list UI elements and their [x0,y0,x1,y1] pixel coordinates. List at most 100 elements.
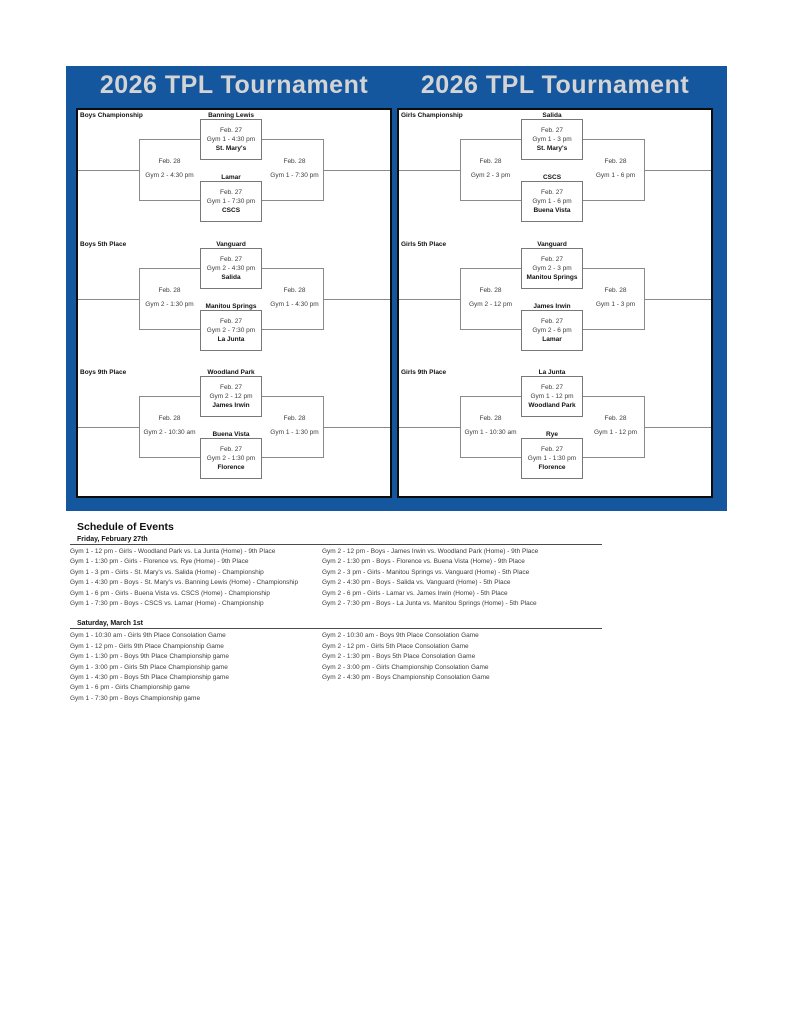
game-gym-time: Gym 1 - 4:30 pm [270,300,319,308]
game-box: Feb. 27 Gym 1 - 7:30 pm CSCS [200,181,262,222]
schedule-item: Gym 1 - 6 pm - Girls Championship game [70,684,190,692]
team-name: Lamar [542,335,562,343]
game-gym-time: Gym 2 - 1:30 pm [206,455,256,463]
game-gym-time: Gym 2 - 4:30 pm [206,264,256,272]
game-gym-time: Gym 1 - 4:30 pm [206,136,256,143]
bracket-feeder-line-left [78,427,139,429]
gym2-column: Gym 2 - 12 pm - Boys - James Irwin vs. W… [322,547,602,609]
consolation-game-info: Feb. 28 Gym 2 - 3 pm [455,158,526,180]
schedule-heading: Schedule of Events [77,521,174,533]
game-box: Feb. 27 Gym 1 - 3 pm St. Mary's [521,119,583,160]
team-name: Florence [217,464,245,472]
team-name: Banning Lewis [208,112,254,119]
team-name: CSCS [542,174,562,181]
bracket-connector-right [262,267,324,330]
bracket-section-girls-championship: Girls Championship Feb. 28 Gym 2 - 3 pm … [399,110,711,239]
game-date: Feb. 27 [219,255,243,263]
bracket-connector-left [460,139,521,201]
team-name: Salida [542,112,562,119]
team-name: Woodland Park [528,402,576,410]
team-name: Vanguard [537,240,567,248]
game-gym-time: Gym 2 - 12 pm [209,393,253,401]
game-gym-time: Gym 1 - 10:30 am [464,429,517,437]
game-date: Feb. 28 [479,286,502,294]
bracket-feeder-line-right [645,298,711,300]
game-gym-time: Gym 1 - 1:30 pm [527,455,577,463]
bracket-game: CSCS Feb. 27 Gym 1 - 6 pm Buena Vista [521,174,583,222]
final-game-info: Feb. 28 Gym 1 - 7:30 pm [259,158,330,180]
bracket-feeder-line-right [324,298,390,300]
game-box: Feb. 27 Gym 2 - 1:30 pm Florence [200,438,262,480]
game-box: Feb. 27 Gym 1 - 12 pm Woodland Park [521,376,583,418]
bracket-section-girls-5th-place: Girls 5th Place Feb. 28 Gym 2 - 12 pm Fe… [399,239,711,368]
tournament-title-boys: 2026 TPL Tournament [99,71,369,99]
game-gym-time: Gym 2 - 3 pm [532,264,572,272]
schedule-item: Gym 2 - 3:00 pm - Girls Championship Con… [322,663,489,671]
game-date: Feb. 27 [540,317,564,325]
bracket-connector-right [583,396,645,459]
game-gym-time: Gym 1 - 6 pm [595,172,636,179]
final-game-info: Feb. 28 Gym 1 - 4:30 pm [259,287,330,309]
game-box: Feb. 27 Gym 2 - 6 pm Lamar [521,309,583,351]
game-date: Feb. 28 [604,158,627,165]
bracket-connector-left [460,396,521,459]
boys-bracket-panel: Boys Championship Feb. 28 Gym 2 - 4:30 p… [76,108,392,498]
game-box: Feb. 27 Gym 2 - 3 pm Manitou Springs [521,247,583,289]
bracket-game: Vanguard Feb. 27 Gym 2 - 3 pm Manitou Sp… [521,241,583,289]
team-name: Buena Vista [212,431,250,439]
schedule-item: Gym 1 - 4:30 pm - Boys - St. Mary's vs. … [70,579,299,587]
schedule-item: Gym 1 - 12 pm - Girls - Woodland Park vs… [70,548,276,555]
game-gym-time: Gym 2 - 10:30 am [143,429,196,437]
consolation-game-info: Feb. 28 Gym 1 - 10:30 am [455,415,526,437]
schedule-columns: Gym 1 - 12 pm - Girls - Woodland Park vs… [70,547,602,609]
game-gym-time: Gym 1 - 7:30 pm [270,172,319,179]
game-date: Feb. 28 [283,158,306,165]
team-name: Woodland Park [207,369,255,377]
schedule-item: Gym 1 - 1:30 pm - Girls - Florence vs. R… [70,558,249,566]
team-name: La Junta [217,335,245,343]
game-date: Feb. 27 [540,127,564,134]
game-date: Feb. 28 [158,158,181,165]
bracket-feeder-line-right [645,170,711,171]
game-date: Feb. 27 [219,317,243,325]
bracket-connector-right [262,396,324,459]
bracket-game: Woodland Park Feb. 27 Gym 2 - 12 pm Jame… [200,369,262,418]
game-gym-time: Gym 2 - 4:30 pm [145,172,194,179]
team-name: Florence [538,464,566,472]
consolation-game-info: Feb. 28 Gym 2 - 10:30 am [134,415,205,437]
schedule-of-events: Schedule of Events Friday, February 27th… [70,521,602,715]
game-date: Feb. 28 [283,286,306,294]
bracket-feeder-line-left [78,298,139,300]
bracket-feeder-line-left [78,170,139,171]
game-gym-time: Gym 1 - 1:30 pm [270,429,319,437]
game-date: Feb. 27 [540,446,564,454]
tournament-banner: 2026 TPL Tournament 2026 TPL Tournament … [66,66,727,511]
game-date: Feb. 27 [219,189,243,196]
bracket-game: Rye Feb. 27 Gym 1 - 1:30 pm Florence [521,431,583,480]
schedule-item: Gym 1 - 10:30 am - Girls 9th Place Conso… [70,632,226,640]
game-date: Feb. 28 [479,158,502,165]
schedule-item: Gym 2 - 4:30 pm - Boys - Salida vs. Vang… [322,579,511,587]
schedule-item: Gym 2 - 1:30 pm - Boys - Florence vs. Bu… [322,558,525,566]
bracket-feeder-line-left [399,298,460,300]
bracket-game: Banning Lewis Feb. 27 Gym 1 - 4:30 pm St… [200,112,262,160]
game-box: Feb. 27 Gym 1 - 6 pm Buena Vista [521,181,583,222]
gym1-column: Gym 1 - 10:30 am - Girls 9th Place Conso… [70,631,322,704]
team-name: Lamar [221,174,241,181]
bracket-game: La Junta Feb. 27 Gym 1 - 12 pm Woodland … [521,369,583,418]
schedule-item: Gym 1 - 3 pm - Girls - St. Mary's vs. Sa… [70,568,264,576]
game-box: Feb. 27 Gym 2 - 4:30 pm Salida [200,247,262,289]
section-label: Girls 9th Place [401,369,447,377]
team-name: CSCS [221,207,241,214]
game-gym-time: Gym 1 - 6 pm [532,198,572,205]
game-box: Feb. 27 Gym 1 - 4:30 pm St. Mary's [200,119,262,160]
divider-line [70,628,602,630]
bracket-feeder-line-left [399,427,460,429]
game-gym-time: Gym 2 - 6 pm [532,326,572,334]
gym2-column: Gym 2 - 10:30 am - Boys 9th Place Consol… [322,631,602,704]
schedule-item: Gym 1 - 7:30 pm - Boys - CSCS vs. Lamar … [70,600,264,608]
game-date: Feb. 27 [540,189,564,196]
game-date: Feb. 28 [158,286,181,294]
schedule-item: Gym 2 - 3 pm - Girls - Manitou Springs v… [322,568,530,576]
